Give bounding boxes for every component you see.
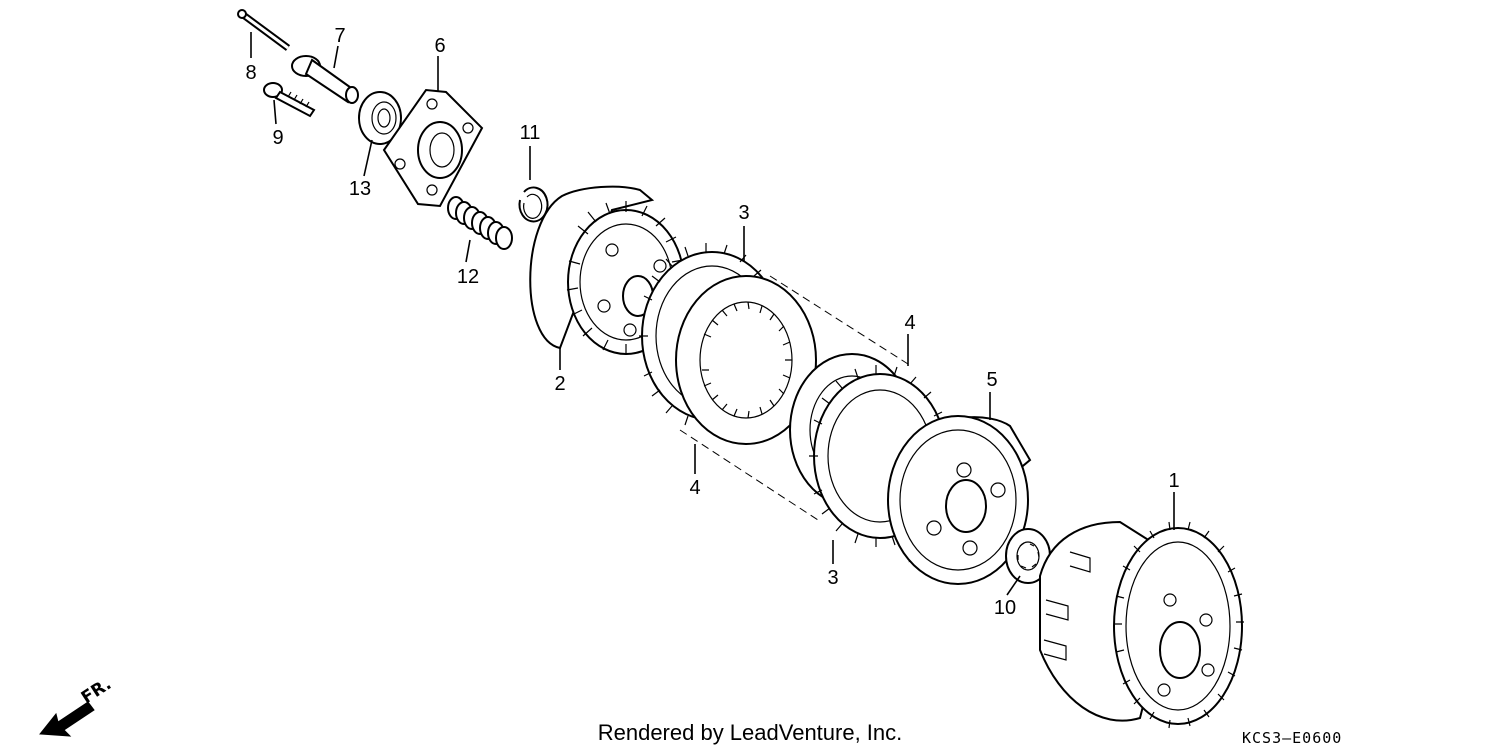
render-credit: Rendered by LeadVenture, Inc. [598, 720, 903, 745]
part-9-bolt[interactable] [263, 82, 316, 118]
callout-4-top: 4 [904, 312, 915, 334]
callout-10: 10 [994, 597, 1016, 619]
leader-lines [250, 32, 1175, 596]
callout-3-top: 3 [738, 202, 749, 224]
callout-13: 13 [349, 178, 371, 200]
callout-12: 12 [457, 266, 479, 288]
part-7-shaft[interactable] [291, 55, 359, 104]
part-12-spring[interactable] [447, 196, 513, 250]
callout-4-bottom: 4 [689, 477, 700, 499]
plate-stack-outline [679, 275, 909, 521]
front-label: FR. [78, 674, 115, 708]
part-4-clutch-plate-top[interactable] [675, 275, 817, 445]
part-8-pin[interactable] [237, 9, 291, 51]
front-arrow-icon [39, 701, 95, 737]
diagram-code: KCS3–E0600 [1242, 729, 1342, 747]
callout-2: 2 [554, 373, 565, 395]
callout-labels: 1 2 3 3 4 4 5 6 7 8 9 10 11 12 13 [245, 25, 1179, 619]
callout-1: 1 [1168, 470, 1179, 492]
callout-7: 7 [334, 25, 345, 47]
part-6-lifter-plate[interactable] [382, 88, 484, 208]
part-10-lock-washer[interactable] [1005, 528, 1051, 584]
part-1-clutch-outer[interactable] [1039, 520, 1244, 729]
callout-5: 5 [986, 369, 997, 391]
part-13-bearing[interactable] [358, 91, 402, 145]
callout-11: 11 [520, 122, 541, 144]
part-5-clutch-center[interactable] [887, 415, 1032, 585]
callout-8: 8 [245, 62, 256, 84]
callout-9: 9 [272, 127, 283, 149]
callout-3-bottom: 3 [827, 567, 838, 589]
front-direction-indicator: FR. [39, 674, 115, 737]
callout-6: 6 [434, 35, 445, 57]
